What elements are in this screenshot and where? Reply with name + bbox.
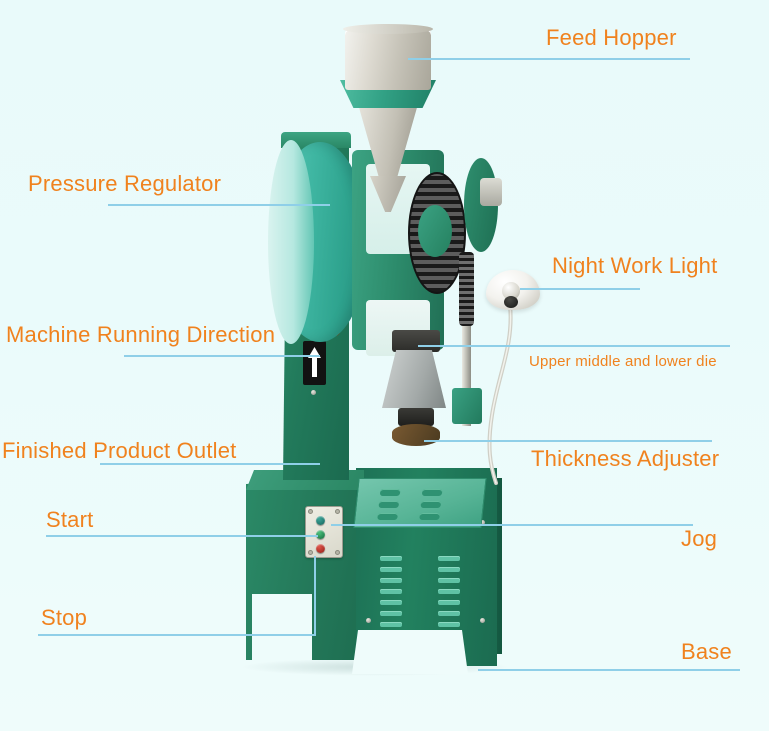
flywheel-rim [268, 140, 314, 344]
leader-start [46, 535, 318, 537]
leader-finished-product-outlet [100, 463, 320, 465]
label-machine-running-direction: Machine Running Direction [6, 322, 276, 347]
die-guard-shield [382, 350, 446, 408]
control-panel[interactable] [305, 506, 343, 558]
hopper-rim [343, 24, 433, 34]
label-feed-hopper: Feed Hopper [546, 25, 677, 50]
leader-night-work-light [520, 288, 640, 290]
label-jog: Jog [681, 526, 718, 551]
label-finished-product-outlet: Finished Product Outlet [2, 438, 237, 463]
leader-base [478, 669, 740, 671]
upper-die [392, 330, 440, 352]
thickness-adjuster-block[interactable] [452, 388, 482, 424]
direction-indicator-plate [303, 341, 326, 385]
jog-button[interactable] [316, 516, 325, 525]
label-base: Base [681, 639, 732, 664]
base-foot-cutout [352, 630, 468, 674]
label-pressure-regulator: Pressure Regulator [28, 171, 222, 196]
lamp-bulb [502, 282, 520, 300]
lamp-bulb-tip [504, 296, 518, 308]
leader-jog [331, 524, 693, 526]
label-stop: Stop [41, 605, 88, 630]
base-foot-cutout-left [252, 594, 312, 660]
leader-thickness-adjuster [424, 440, 712, 442]
main-gear [408, 172, 466, 294]
leader-stop-elbow [314, 556, 316, 636]
adjuster-rod [462, 256, 471, 426]
up-arrow-icon [308, 347, 321, 377]
leader-upper-middle-lower-die [418, 345, 730, 347]
label-thickness-adjuster: Thickness Adjuster [531, 446, 720, 471]
label-night-work-light: Night Work Light [552, 253, 718, 278]
lower-die [398, 408, 434, 426]
leader-feed-hopper [408, 58, 690, 60]
stop-button[interactable] [316, 544, 325, 553]
motor-shaft [480, 178, 502, 206]
label-start: Start [46, 507, 94, 532]
die-table-plate [392, 424, 440, 446]
start-button[interactable] [316, 530, 325, 539]
base-top-access-panel [353, 478, 487, 528]
leader-pressure-regulator [108, 204, 330, 206]
column-top-cap [281, 132, 351, 148]
leader-machine-running-direction [124, 355, 320, 357]
lamp-gooseneck [487, 305, 513, 485]
leader-stop [38, 634, 316, 636]
gear-hub [418, 205, 452, 257]
adjuster-spring [459, 252, 474, 326]
label-upper-middle-lower-die: Upper middle and lower die [529, 353, 717, 370]
